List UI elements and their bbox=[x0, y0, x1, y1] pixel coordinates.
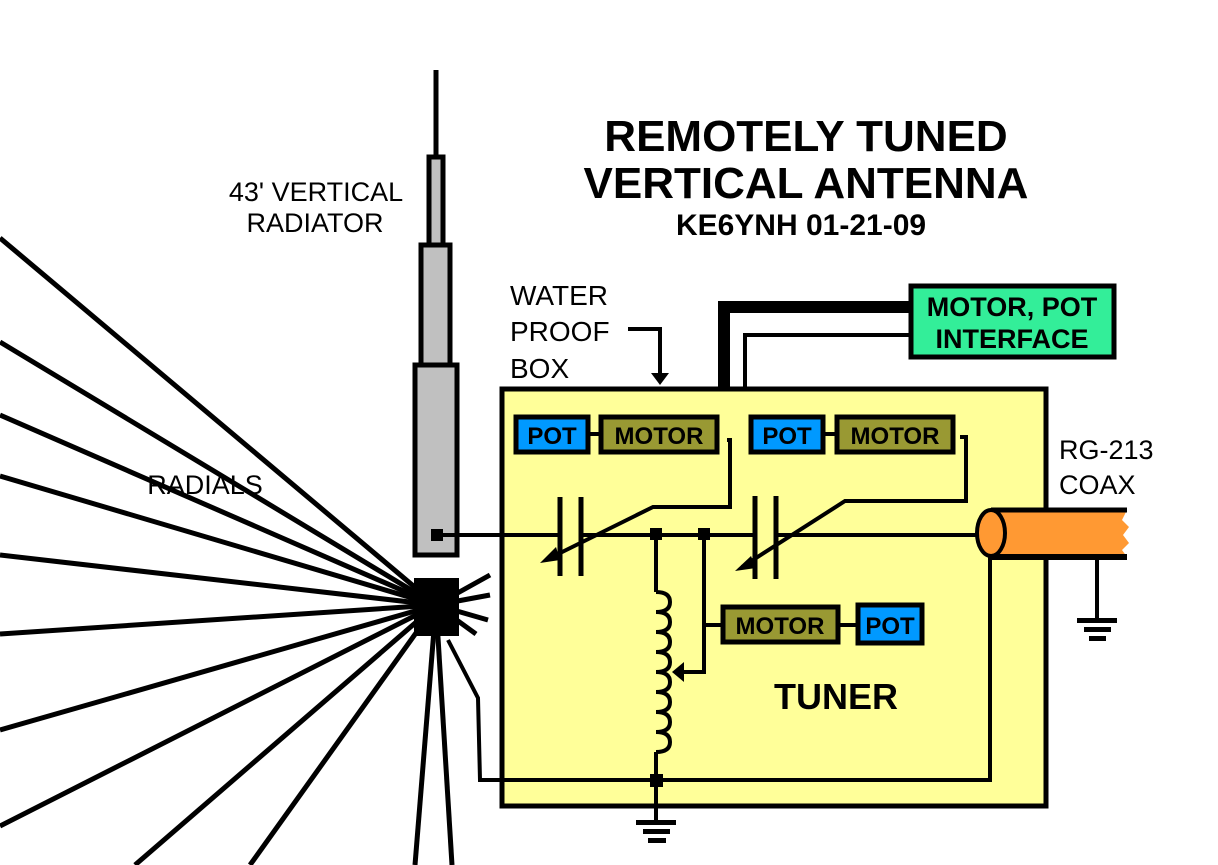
arrow-down-icon bbox=[651, 373, 669, 385]
junction-1 bbox=[650, 528, 662, 540]
motor-pot-interface-box bbox=[908, 283, 1117, 360]
cap1-arrow-icon bbox=[540, 547, 560, 563]
radials bbox=[0, 236, 492, 865]
control-cable-thin bbox=[743, 333, 912, 389]
tuner-box bbox=[499, 386, 1049, 809]
radial-wire bbox=[0, 602, 437, 637]
radiator-label-line2: RADIATOR bbox=[246, 208, 383, 238]
radial-wire bbox=[133, 603, 438, 865]
coax-label-line2: COAX bbox=[1059, 470, 1136, 500]
title-line2: VERTICAL ANTENNA bbox=[584, 159, 1029, 208]
coax-label-line1: RG-213 bbox=[1059, 435, 1154, 465]
ground-icon-coax bbox=[1077, 618, 1117, 641]
coax-cable bbox=[975, 507, 1129, 620]
junction-2 bbox=[698, 528, 710, 540]
motor-2-label: MOTOR bbox=[851, 423, 940, 450]
radial-wire bbox=[0, 236, 438, 607]
motor-1-label: MOTOR bbox=[615, 423, 704, 450]
radial-wire bbox=[0, 339, 438, 608]
vertical-radiator bbox=[412, 70, 460, 558]
radials-label: RADIALS bbox=[147, 470, 263, 500]
radial-wire bbox=[412, 604, 439, 865]
pot-3-label: POT bbox=[865, 613, 915, 640]
interface-label-line2: INTERFACE bbox=[935, 324, 1088, 354]
radial-wire bbox=[0, 602, 438, 829]
radial-wire bbox=[433, 604, 455, 865]
pot-1 bbox=[513, 414, 591, 455]
radiator-label-line1: 43' VERTICAL bbox=[229, 177, 403, 207]
pot-1-label: POT bbox=[527, 423, 577, 450]
pot-2-label: POT bbox=[762, 423, 812, 450]
motor-3-label: MOTOR bbox=[736, 613, 825, 640]
variable-capacitor-2 bbox=[740, 435, 968, 579]
ground-icon-tuner bbox=[636, 820, 676, 843]
variable-capacitor-1 bbox=[545, 438, 732, 576]
ground-return-wire bbox=[446, 556, 992, 782]
pot-2 bbox=[748, 414, 826, 455]
box-label-line2: PROOF bbox=[510, 316, 610, 347]
radial-wire bbox=[247, 603, 439, 865]
title-subtitle: KE6YNH 01-21-09 bbox=[676, 209, 926, 242]
control-cable-thick bbox=[718, 301, 912, 389]
waterproof-box-arrow bbox=[628, 327, 662, 376]
tuner-label: TUNER bbox=[774, 676, 898, 717]
junction-ground bbox=[650, 774, 663, 787]
box-label-line3: BOX bbox=[510, 353, 569, 384]
motor-2 bbox=[834, 414, 956, 455]
motor-1 bbox=[598, 414, 720, 455]
box-label-line1: WATER bbox=[510, 280, 608, 311]
interface-label-line1: MOTOR, POT bbox=[927, 292, 1098, 322]
radial-wire bbox=[0, 602, 437, 733]
feed-point bbox=[431, 529, 443, 541]
title-line1: REMOTELY TUNED bbox=[604, 112, 1007, 161]
radiator-section-top bbox=[426, 154, 446, 248]
inductor-tap-arrow-icon bbox=[672, 662, 684, 682]
radiator-section-bottom bbox=[412, 362, 460, 558]
radial-wire bbox=[0, 473, 437, 608]
radial-wire bbox=[0, 412, 437, 608]
ground-hub bbox=[414, 578, 459, 636]
motor-3 bbox=[720, 604, 841, 645]
pot-3 bbox=[855, 602, 925, 646]
cap2-arrow-icon bbox=[735, 556, 756, 571]
radiator-section-middle bbox=[418, 242, 453, 368]
radial-wire bbox=[0, 552, 437, 608]
